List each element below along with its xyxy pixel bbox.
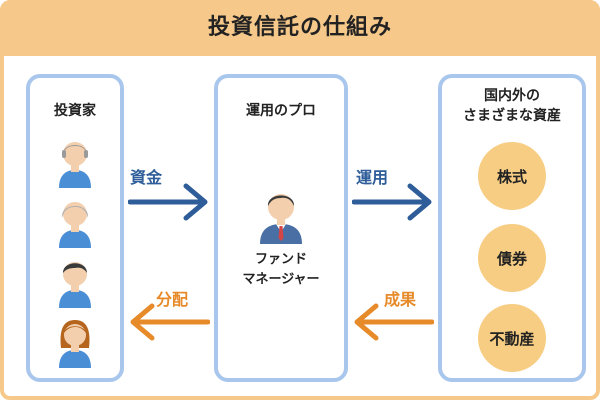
assets-label-line-2: さまざまな資産 [463, 108, 561, 124]
investor-woman-icon [55, 316, 95, 368]
flow-label-returns: 成果 [384, 290, 417, 309]
flow-label-distribution: 分配 [156, 290, 189, 309]
arrow-left-icon [130, 303, 210, 341]
asset-stocks: 株式 [478, 142, 546, 210]
assets-label-line-1: 国内外の [484, 88, 540, 104]
arrow-right-icon [352, 183, 432, 221]
arrow-left-icon [354, 303, 434, 341]
asset-bonds: 債券 [478, 224, 546, 292]
fund-manager-role: ファンド マネージャー [218, 250, 344, 290]
asset-real-estate: 不動産 [478, 304, 546, 372]
manager-label: 運用のプロ [246, 103, 316, 119]
role-line-1: ファンド [254, 252, 307, 267]
flow-label-operation: 運用 [356, 168, 389, 187]
investor-elderly-woman-icon [55, 196, 95, 248]
assets-label: 国内外の さまざまな資産 [442, 86, 582, 126]
assets-panel: 国内外の さまざまな資産 株式 債券 不動産 [438, 74, 586, 382]
arrow-right-icon [128, 183, 208, 221]
investor-elderly-man-icon [55, 136, 95, 188]
diagram-title: 投資信託の仕組み [207, 15, 392, 40]
fund-manager-icon [256, 188, 306, 244]
flow-label-funds: 資金 [130, 168, 163, 187]
title-bar: 投資信託の仕組み [4, 4, 596, 56]
role-line-2: マネージャー [242, 272, 320, 287]
investors-label: 投資家 [54, 103, 96, 119]
manager-panel: 運用のプロ ファンド マネージャー [214, 74, 348, 382]
investors-panel: 投資家 [26, 74, 124, 382]
investor-man-icon [55, 256, 95, 308]
